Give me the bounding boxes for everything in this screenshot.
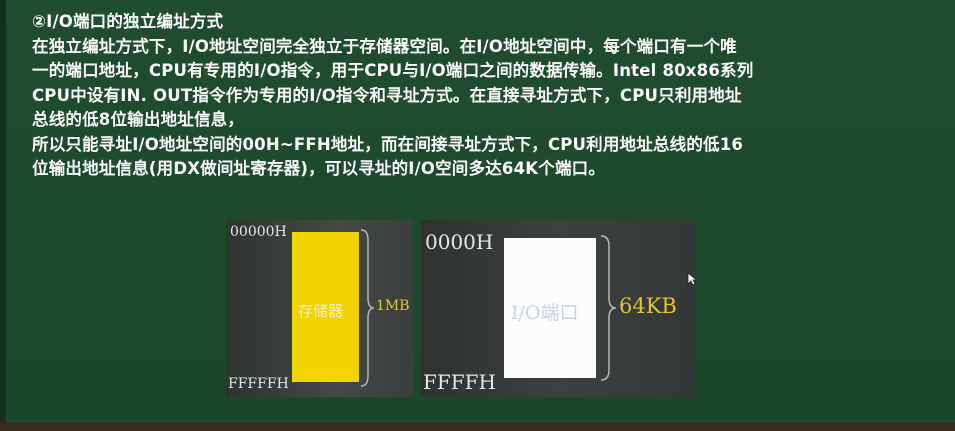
paragraph-line: CPU中设有IN. OUT指令作为专用的I/O指令和寻址方式。在直接寻址方式下，… — [32, 85, 742, 105]
io-space-figure: I/O端口 0000H FFFFH 64KB — [421, 220, 695, 397]
io-end-address: FFFFH — [423, 370, 496, 394]
mouse-pointer-icon — [687, 272, 697, 286]
memory-start-address: 00000H — [230, 224, 287, 240]
slide-bottom-edge — [0, 423, 955, 431]
memory-space-figure: 存储器 00000H FFFFFH 1MB — [226, 220, 413, 397]
paragraph-line: 一的端口地址，CPU有专用的I/O指令，用于CPU与I/O端口之间的数据传输。I… — [32, 61, 754, 80]
memory-end-address: FFFFFH — [228, 376, 289, 392]
io-port-block-label: I/O端口 — [511, 302, 579, 324]
memory-block — [292, 232, 359, 382]
io-brace-icon — [600, 235, 617, 381]
section-heading: ②I/O端口的独立编址方式 — [32, 12, 224, 31]
slide-frame-edge — [0, 0, 6, 431]
io-port-block — [504, 238, 596, 378]
memory-size-label: 1MB — [376, 298, 410, 314]
io-size-label: 64KB — [619, 294, 677, 318]
slide-text: ②I/O端口的独立编址方式 在独立编址方式下，I/O地址空间完全独立于存储器空间… — [32, 10, 947, 182]
paragraph-line: 总线的低8位输出地址信息， — [32, 110, 245, 129]
paragraph-line: 所以只能寻址I/O地址空间的00H~FFH地址，而在间接寻址方式下，CPU利用地… — [32, 134, 744, 154]
memory-block-label: 存储器 — [298, 302, 344, 320]
io-start-address: 0000H — [425, 230, 494, 254]
memory-brace-icon — [360, 229, 375, 387]
paragraph-line: 在独立编址方式下，I/O地址空间完全独立于存储器空间。在I/O地址空间中，每个端… — [32, 36, 737, 56]
paragraph-line: 位输出地址信息(用DX做间址寄存器)，可以寻址的I/O空间多达64K个端口。 — [32, 159, 606, 178]
